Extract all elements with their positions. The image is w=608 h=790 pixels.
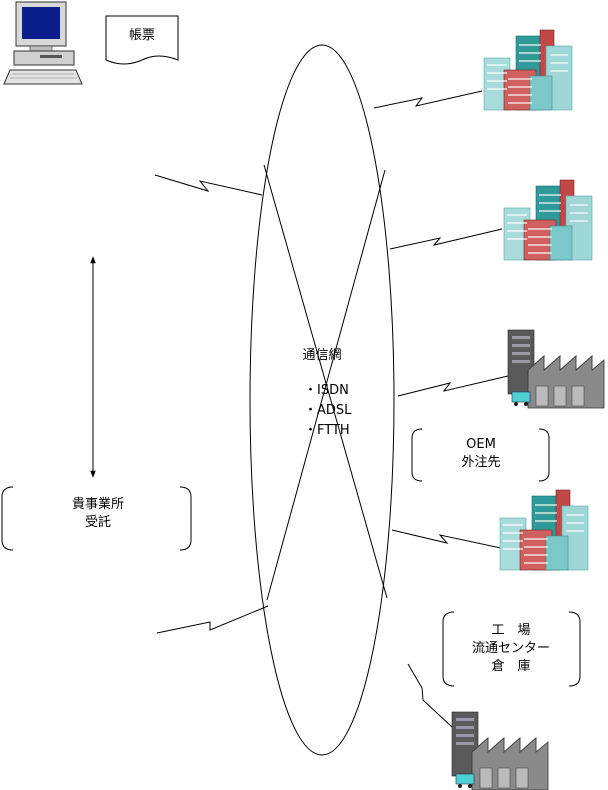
network-item-adsl: ・ADSL: [304, 403, 352, 418]
lightning-link-icon: [154, 174, 263, 196]
factory-icon: [451, 711, 549, 790]
office-building-icon: [483, 29, 573, 111]
lightning-link-icon: [397, 375, 509, 397]
factory-bracket: [442, 611, 581, 687]
oem-bracket: [411, 428, 550, 482]
factory-label-line3: 倉 庫: [491, 659, 531, 674]
network-item-isdn: ・ISDN: [304, 383, 349, 398]
lightning-link-icon: [156, 605, 269, 634]
lightning-link-icon: [391, 529, 511, 551]
client-label-line1: 貴事業所: [71, 497, 124, 512]
network-ellipse: [249, 44, 395, 756]
lightning-link-icon: [407, 663, 453, 728]
client-label-line2: 受託: [84, 515, 111, 530]
oem-label-line1: OEM: [466, 437, 496, 452]
network-item-ftth: ・FTTH: [304, 423, 350, 438]
client-bracket: [1, 486, 192, 551]
lightning-link-icon: [389, 228, 503, 250]
document-icon: [105, 15, 179, 65]
document-label: 帳票: [128, 28, 155, 43]
network-title: 通信網: [302, 348, 342, 363]
lightning-link-icon: [373, 90, 483, 109]
factory-label-line1: 工 場: [491, 623, 531, 638]
office-building-icon: [499, 489, 589, 571]
office-building-icon: [503, 179, 593, 261]
cross-line-1: [263, 164, 388, 599]
oem-label-line2: 外注先: [461, 455, 501, 470]
cross-line-2: [266, 169, 386, 601]
factory-icon: [507, 329, 605, 409]
desktop-computer-icon: [3, 1, 83, 85]
factory-label-line2: 流通センター: [471, 641, 550, 656]
